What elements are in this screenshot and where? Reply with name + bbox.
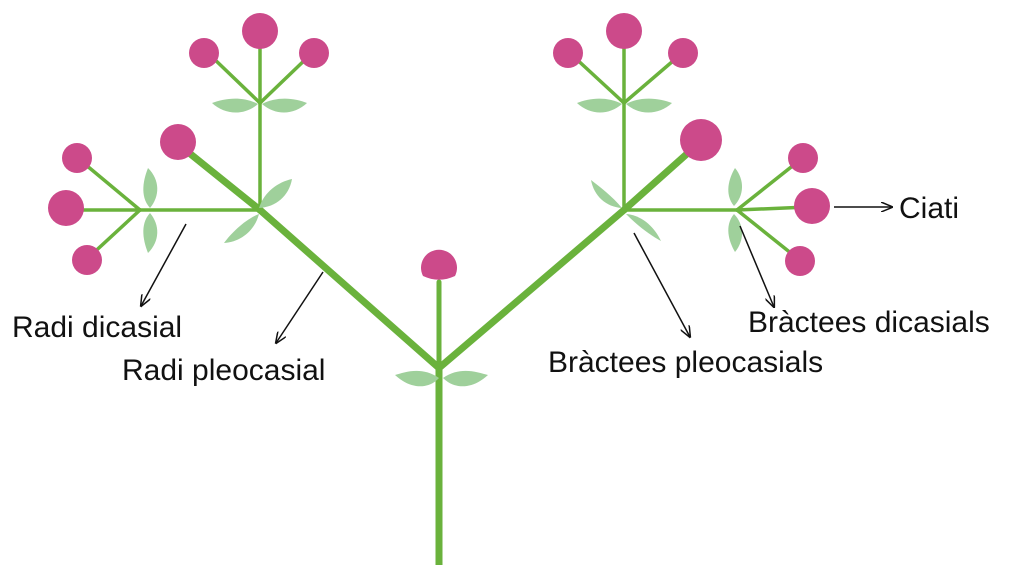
cyathium — [299, 38, 329, 68]
left-flower-ray — [179, 144, 264, 214]
bracts — [143, 98, 743, 387]
left-upper-ray-1 — [208, 53, 262, 105]
right-dich-ray-1 — [735, 158, 802, 212]
bract — [626, 214, 661, 241]
label-ciati: Ciati — [899, 192, 959, 225]
left-dich-ray-1 — [78, 158, 142, 212]
label-bractees-pleocasials: Bràctees pleocasials — [548, 346, 823, 379]
bract — [259, 179, 292, 208]
left-upper-ray-3 — [258, 53, 312, 105]
bract — [262, 98, 307, 113]
bract — [143, 213, 158, 253]
right-pleochasial-ray — [435, 206, 628, 372]
arrow-bractees-dicasials — [739, 225, 774, 307]
bract — [143, 168, 158, 208]
bract — [577, 98, 622, 113]
bract — [591, 180, 622, 208]
cyathium — [242, 13, 278, 49]
label-radi-pleocasial: Radi pleocasial — [122, 354, 325, 387]
cyathium — [794, 188, 830, 224]
cyathium — [553, 38, 583, 68]
cyathium — [48, 190, 84, 226]
bract — [728, 168, 743, 206]
cyathium — [189, 38, 219, 68]
bract — [626, 98, 672, 113]
bract — [212, 98, 258, 113]
cyathium — [788, 143, 818, 173]
bract — [224, 214, 259, 243]
right-upper-ray-3 — [622, 53, 682, 105]
stems — [68, 33, 810, 565]
arrow-radi-pleocasial — [276, 271, 324, 343]
label-bractees-dicasials: Bràctees dicasials — [748, 306, 990, 339]
right-flower-ray — [620, 140, 702, 214]
cyathium — [668, 38, 698, 68]
right-upper-ray-1 — [570, 53, 626, 105]
cyathium — [62, 143, 92, 173]
bract — [395, 370, 439, 387]
cyathium — [421, 249, 457, 280]
arrow-radi-dicasial — [141, 223, 187, 306]
label-radi-dicasial: Radi dicasial — [12, 311, 182, 344]
cyathia — [48, 13, 830, 280]
cyathium — [160, 124, 196, 160]
cyathium — [72, 245, 102, 275]
bract — [728, 214, 743, 252]
cyathium — [680, 119, 722, 161]
left-pleochasial-ray — [256, 206, 443, 372]
bract — [443, 370, 488, 387]
arrow-bractees-pleocasials — [633, 232, 690, 337]
cyathium — [785, 246, 815, 276]
right-dich-ray-3 — [735, 208, 799, 260]
annotation-arrows — [141, 207, 892, 343]
labels: Ciati Bràctees dicasials Bràctees pleoca… — [12, 192, 990, 387]
cyathium — [606, 13, 642, 49]
